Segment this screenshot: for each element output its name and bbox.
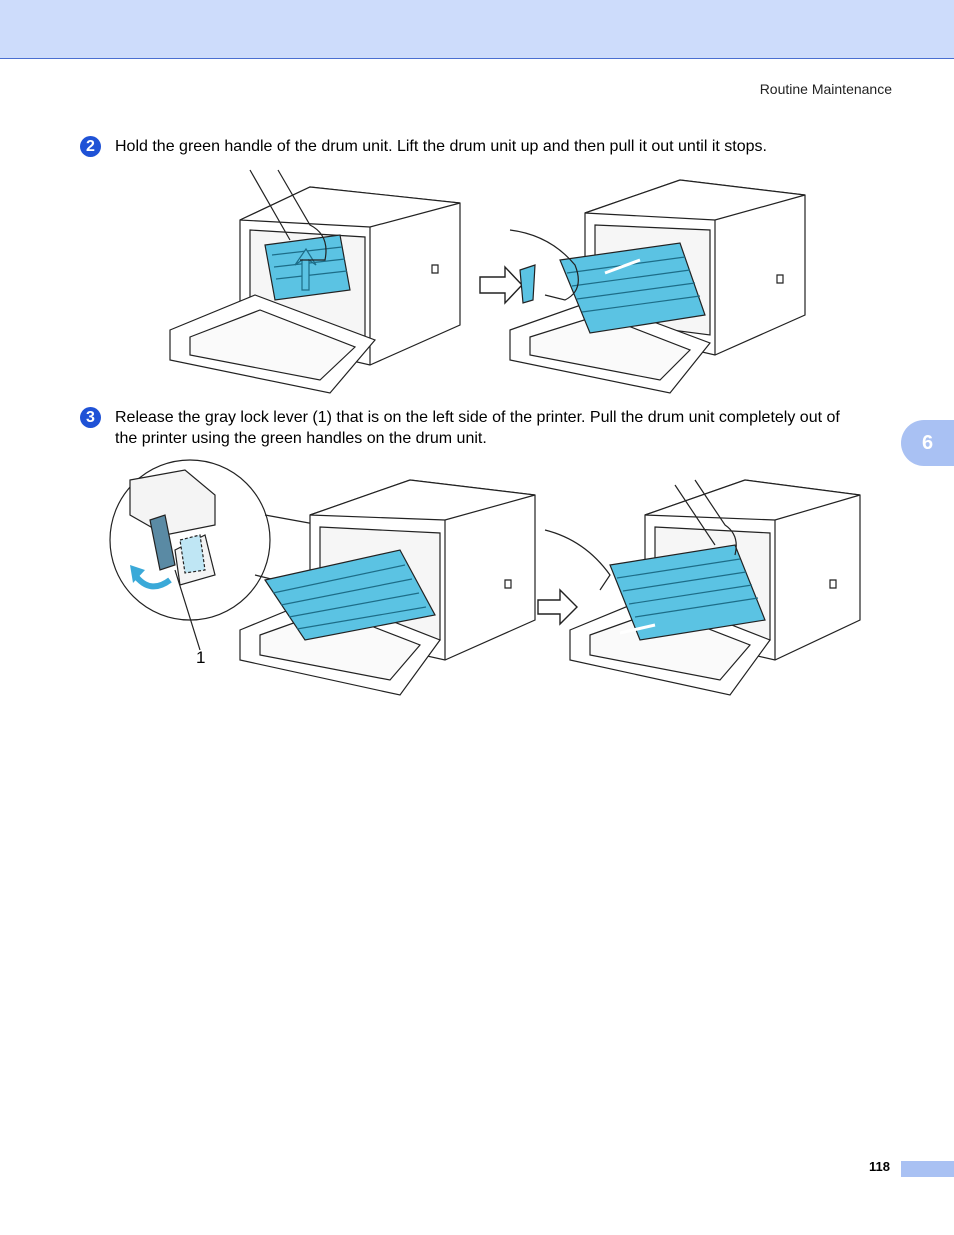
- step-number-badge: 3: [80, 407, 101, 428]
- step-instruction-line-2: the printer using the green handles on t…: [115, 430, 487, 447]
- drum-unit-lift-illustration: [169, 169, 806, 394]
- step-instruction: Hold the green handle of the drum unit. …: [115, 138, 767, 155]
- lock-lever: [149, 514, 176, 571]
- next-step-arrow: [537, 588, 578, 626]
- step-2: 2 Hold the green handle of the drum unit…: [80, 136, 767, 157]
- step-number-badge: 2: [80, 136, 101, 157]
- drum-unit-removal-illustration: [109, 459, 861, 696]
- chapter-tab: 6: [901, 420, 954, 466]
- step-instruction: Release the gray lock lever (1) that is …: [115, 407, 840, 449]
- step-3: 3 Release the gray lock lever (1) that i…: [80, 407, 840, 449]
- next-step-arrow: [479, 265, 523, 305]
- lock-lever-callout: 1: [196, 648, 206, 667]
- page-number-bar: [901, 1161, 954, 1177]
- section-title: Routine Maintenance: [759, 81, 892, 97]
- step-instruction-line-1: Release the gray lock lever (1) that is …: [115, 409, 840, 426]
- page-number: 118: [869, 1159, 890, 1174]
- header-band: [0, 0, 954, 59]
